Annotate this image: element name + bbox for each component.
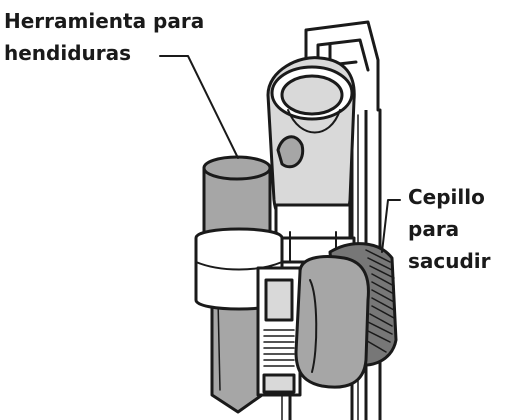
holder-clip — [256, 266, 302, 397]
dusting-brush-label-line2: para — [408, 217, 460, 241]
leader-lines — [159, 55, 401, 253]
hose-connector — [266, 56, 356, 264]
dusting-brush-label-line3: sacudir — [408, 249, 491, 273]
crevice-tool-label-line2: hendiduras — [4, 41, 132, 65]
crevice-tool-label-line1: Herramienta para — [4, 9, 205, 33]
dusting-brush-leader — [381, 199, 401, 253]
crevice-tool-leader — [159, 55, 239, 159]
dusting-brush-label-line1: Cepillo — [408, 185, 485, 209]
crevice-tool — [194, 155, 284, 414]
dusting-brush — [294, 242, 398, 389]
